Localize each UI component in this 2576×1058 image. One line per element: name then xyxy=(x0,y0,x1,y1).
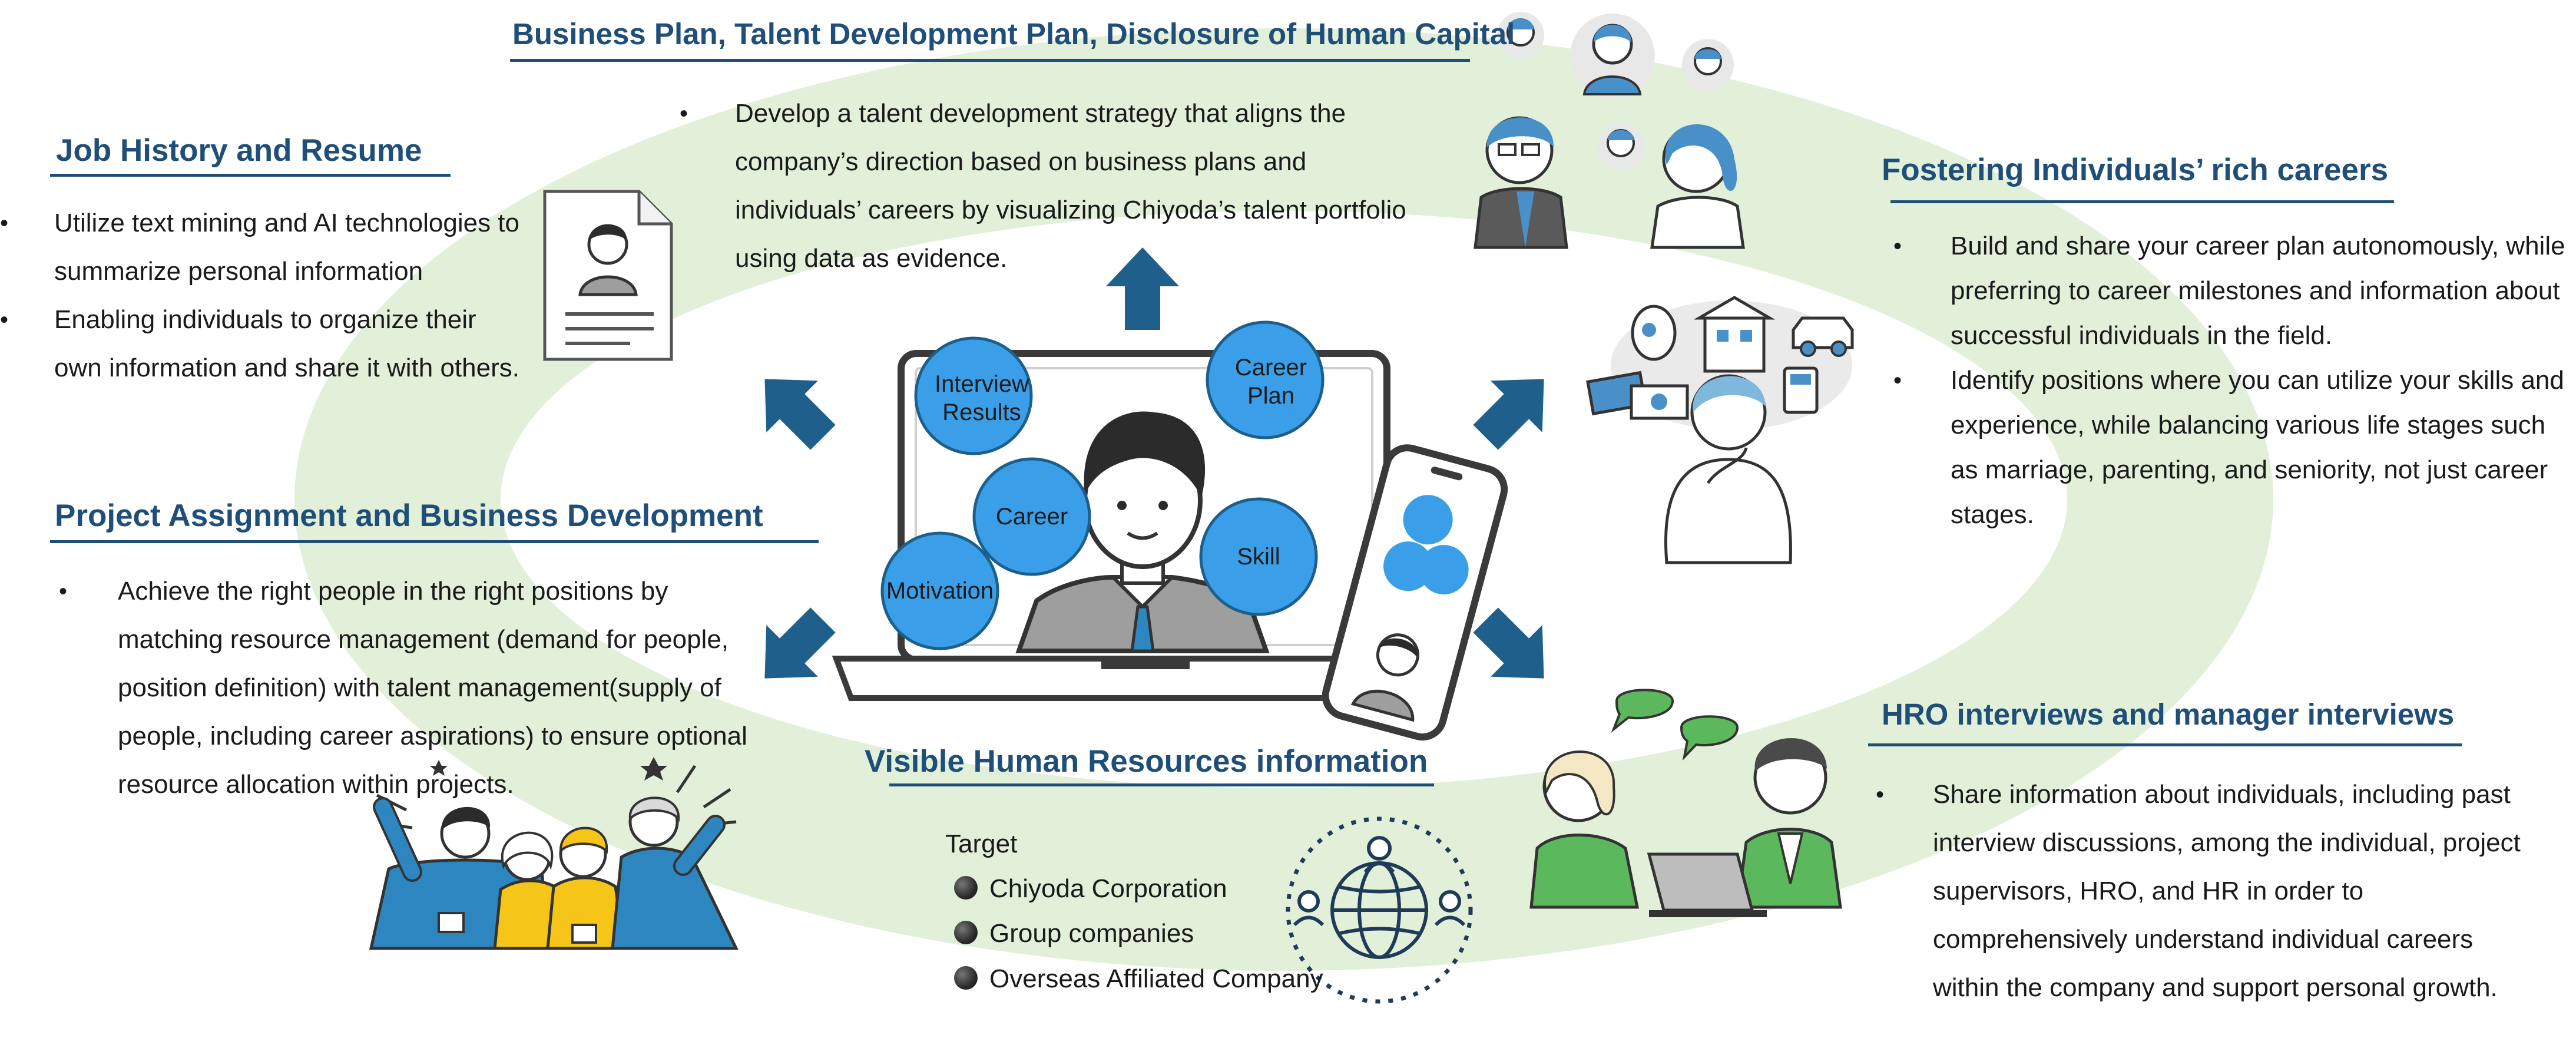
ellipse-ring xyxy=(294,28,2273,971)
bubble-label-career-plan: Career Plan xyxy=(1234,355,1307,409)
thinking-person-icon xyxy=(1586,296,1854,564)
project-assignment-title: Project Assignment and Business Developm… xyxy=(55,498,763,533)
target-item-chiyoda: Chiyoda Corporation xyxy=(989,874,1227,903)
target-label: Target xyxy=(945,829,1018,858)
job-history-bullets: •Utilize text mining and AI technologies… xyxy=(0,199,530,392)
visible-hr-title: Visible Human Resources information xyxy=(865,744,1428,779)
global-network-icon xyxy=(1286,816,1473,1004)
visible-hr-underline xyxy=(889,783,1434,786)
arrows-group xyxy=(764,247,1544,679)
business-plan-underline xyxy=(510,59,1470,62)
person-icon xyxy=(1015,411,1270,653)
list-item: •Achieve the right people in the right p… xyxy=(59,577,747,799)
bullet-dot-icon xyxy=(954,921,978,944)
bullet-dot-icon xyxy=(954,966,978,990)
bubble-career-plan xyxy=(1206,320,1325,439)
arrow-up-left-icon xyxy=(764,379,836,450)
target-item-overseas: Overseas Affiliated Company xyxy=(989,964,1323,993)
bubble-label-interview-results: Interview Results xyxy=(934,371,1029,425)
job-history-title: Job History and Resume xyxy=(56,133,422,168)
bubble-interview-results xyxy=(914,336,1033,455)
bubble-label-career: Career xyxy=(995,504,1068,530)
list-item: •Identify positions where you can utiliz… xyxy=(1893,366,2564,529)
team-celebrate-icon xyxy=(369,757,739,950)
business-plan-title: Business Plan, Talent Development Plan, … xyxy=(512,17,1515,51)
hro-title: HRO interviews and manager interviews xyxy=(1882,697,2455,731)
smartphone-icon xyxy=(1322,444,1508,741)
conversation-icon xyxy=(1529,689,1842,917)
arrow-down-right-icon xyxy=(1473,607,1544,679)
hro-bullets: •Share information about individuals, in… xyxy=(1876,771,2529,1012)
business-plan-bullets: •Develop a talent development strategy t… xyxy=(680,90,1418,283)
project-assignment-underline xyxy=(50,540,819,543)
arrow-up-icon xyxy=(1106,247,1179,330)
target-item-group: Group companies xyxy=(989,919,1194,948)
list-item: •Enabling individuals to organize their … xyxy=(0,305,519,382)
fostering-bullets: •Build and share your career plan autono… xyxy=(1893,224,2576,537)
bubble-skill xyxy=(1199,497,1318,616)
arrow-up-right-icon xyxy=(1473,379,1544,450)
fostering-title: Fostering Individuals’ rich careers xyxy=(1882,153,2389,187)
list-item: •Share information about individuals, in… xyxy=(1876,780,2521,1002)
list-item: •Build and share your career plan autono… xyxy=(1893,232,2565,350)
bubble-career xyxy=(972,457,1091,576)
project-assignment-bullets: •Achieve the right people in the right p… xyxy=(59,567,748,809)
discussion-group-icon xyxy=(1474,12,1745,249)
arrow-down-left-icon xyxy=(764,607,836,679)
fostering-underline xyxy=(1890,200,2394,203)
resume-icon xyxy=(543,190,673,361)
bubble-label-motivation: Motivation xyxy=(886,578,994,604)
bubble-motivation xyxy=(880,531,999,650)
list-item: •Utilize text mining and AI technologies… xyxy=(0,209,520,286)
job-history-underline xyxy=(50,174,451,177)
list-item: •Develop a talent development strategy t… xyxy=(680,99,1406,273)
bubble-label-skill: Skill xyxy=(1237,544,1280,570)
bullet-dot-icon xyxy=(954,876,978,900)
hro-underline xyxy=(1868,743,2462,746)
